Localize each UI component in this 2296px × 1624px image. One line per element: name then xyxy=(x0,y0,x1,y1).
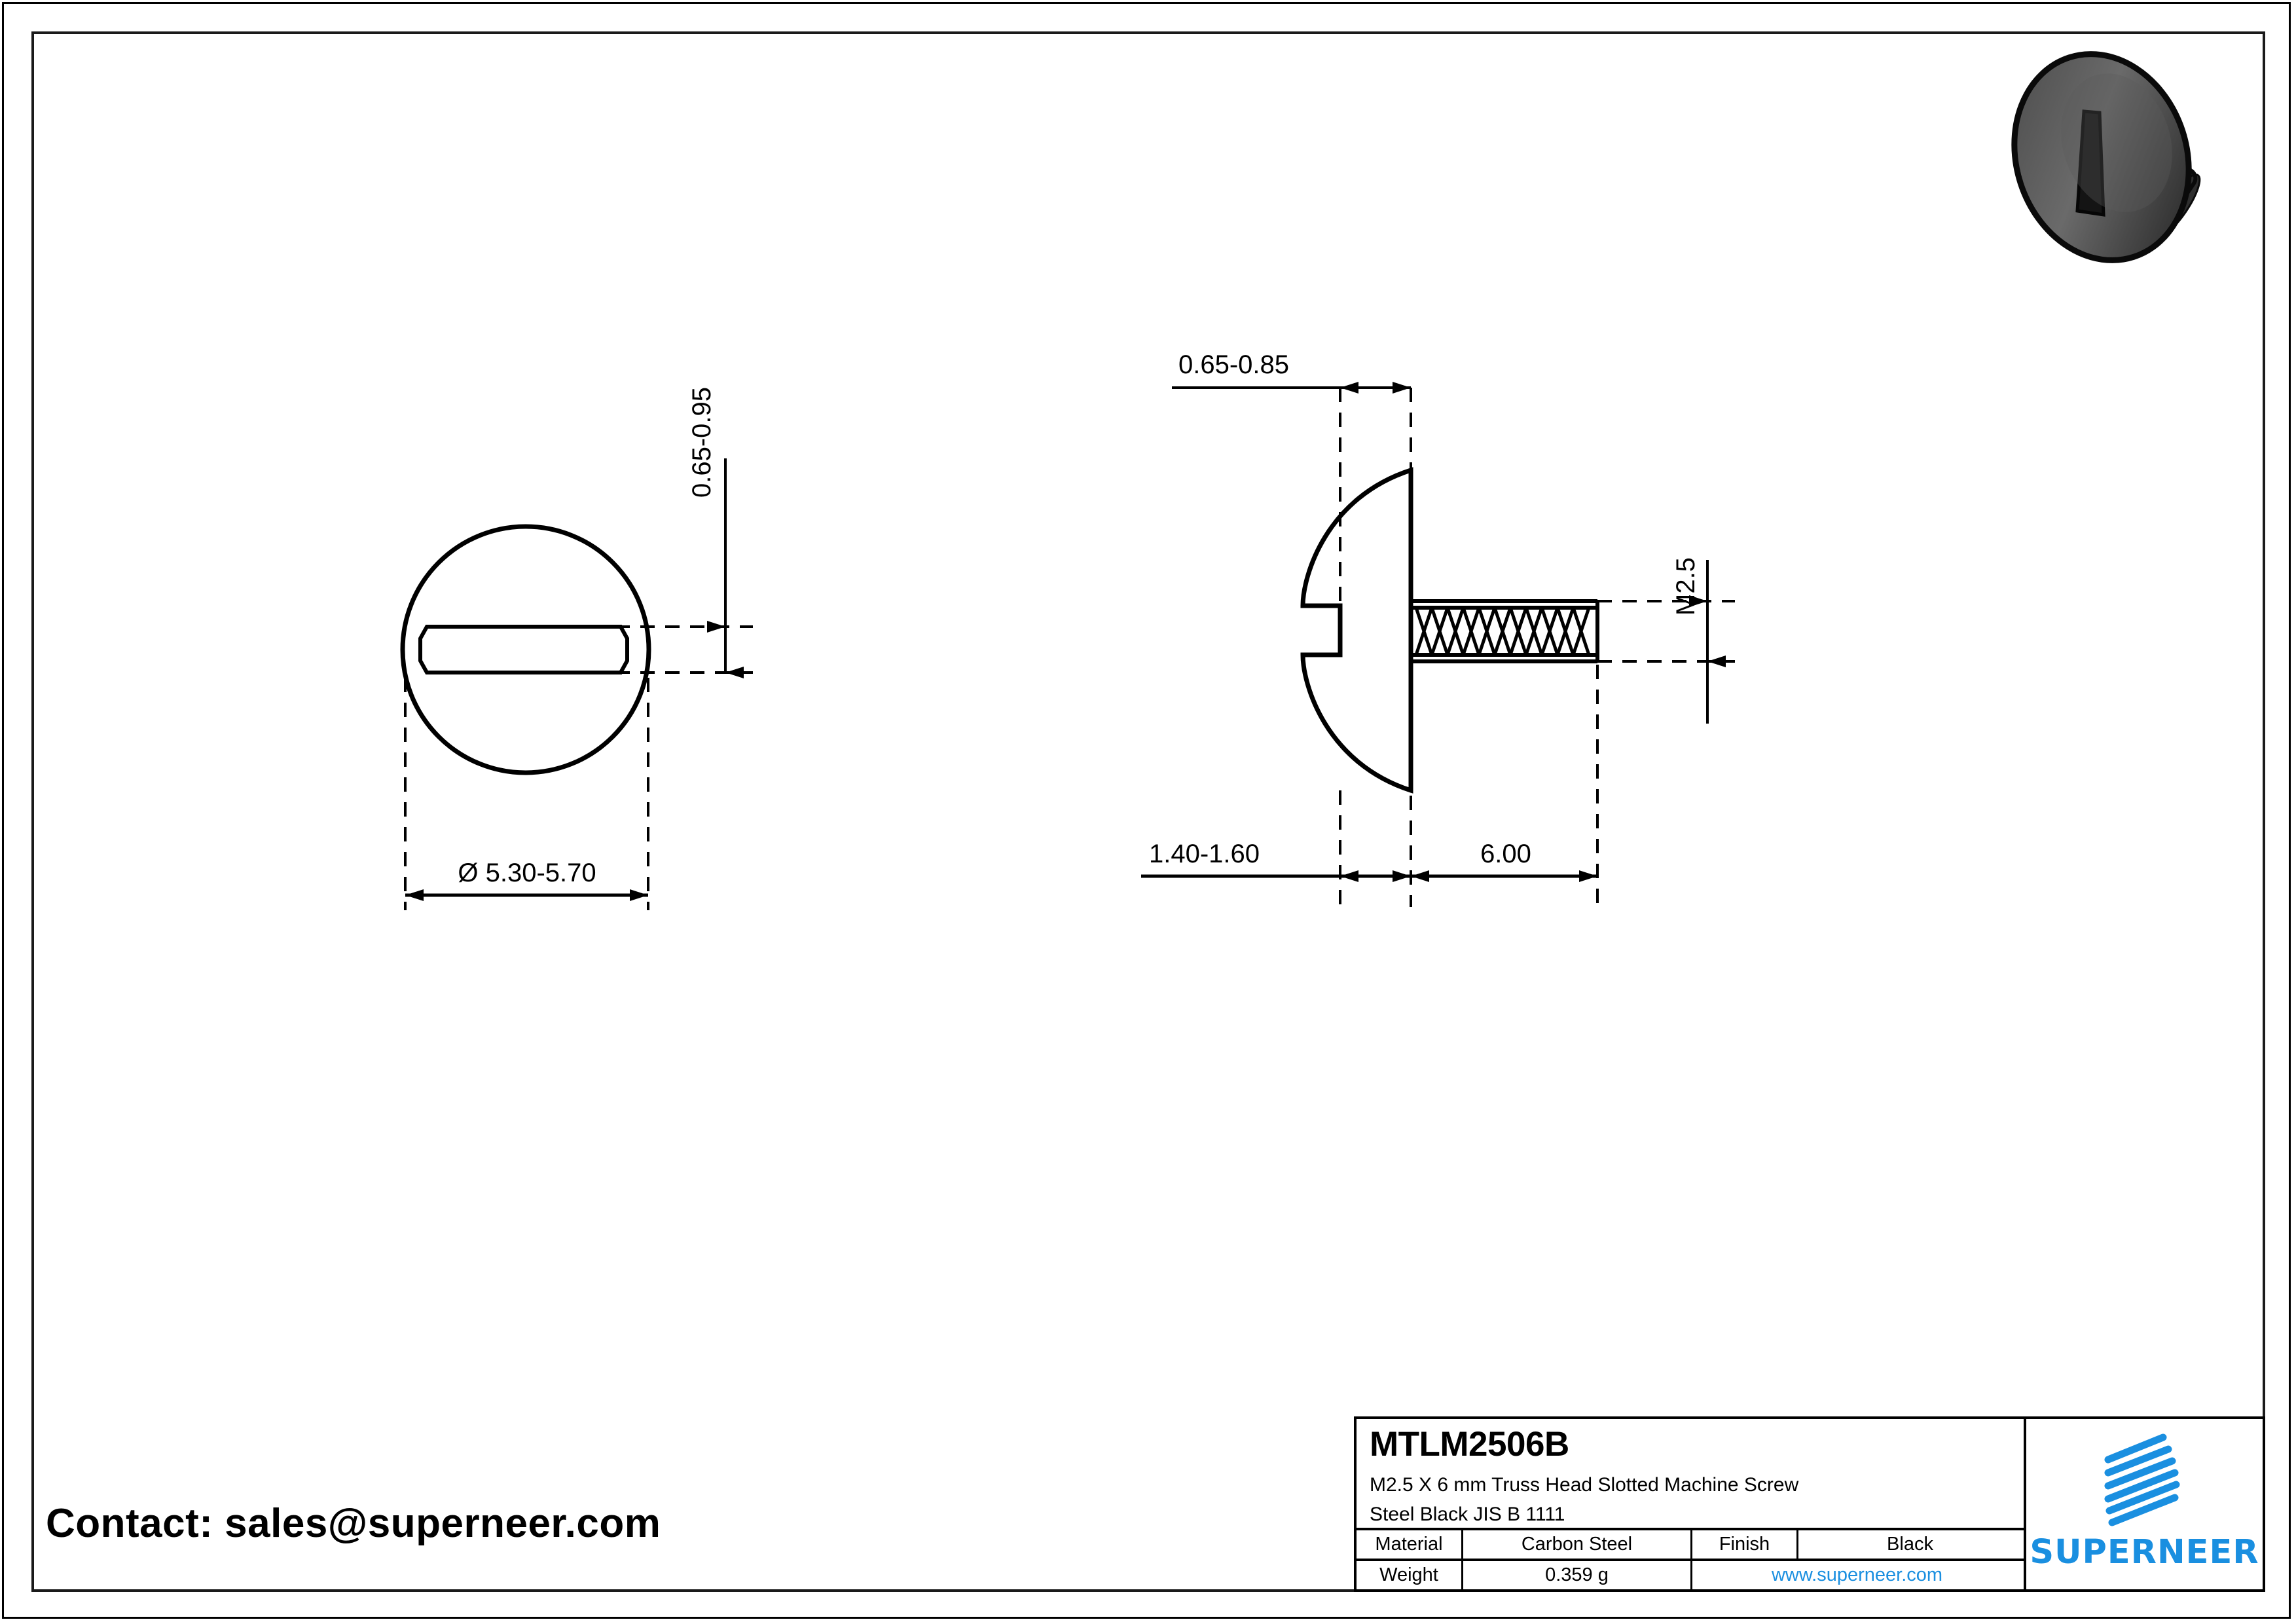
title-block: MTLM2506B M2.5 X 6 mm Truss Head Slotted… xyxy=(1354,1416,2265,1592)
finish-value: Black xyxy=(1887,1534,1933,1555)
brand-logo-panel: SUPERNEER xyxy=(2026,1419,2263,1589)
weight-label: Weight xyxy=(1357,1561,1463,1589)
finish-label: Finish xyxy=(1692,1530,1798,1559)
part-description-line-1: M2.5 X 6 mm Truss Head Slotted Machine S… xyxy=(1370,1474,1799,1496)
superneer-logo-icon xyxy=(2104,1433,2180,1526)
part-number: MTLM2506B xyxy=(1370,1425,1569,1464)
drawing-inner-frame xyxy=(31,31,2265,1592)
spec-row-weight: Weight 0.359 g www.superneer.com xyxy=(1357,1561,2024,1589)
material-value: Carbon Steel xyxy=(1463,1530,1692,1559)
material-label: Material xyxy=(1357,1530,1463,1559)
part-description-line-2: Steel Black JIS B 1111 xyxy=(1370,1503,1565,1525)
brand-wordmark: SUPERNEER xyxy=(2030,1533,2259,1572)
spec-row-material: Material Carbon Steel Finish Black xyxy=(1357,1530,2024,1561)
title-block-main: MTLM2506B M2.5 X 6 mm Truss Head Slotted… xyxy=(1357,1419,2026,1589)
title-block-description: MTLM2506B M2.5 X 6 mm Truss Head Slotted… xyxy=(1357,1419,2024,1530)
website-link[interactable]: www.superneer.com xyxy=(1771,1564,1943,1585)
contact-text: Contact: sales@superneer.com xyxy=(46,1501,661,1546)
weight-value: 0.359 g xyxy=(1463,1561,1692,1589)
